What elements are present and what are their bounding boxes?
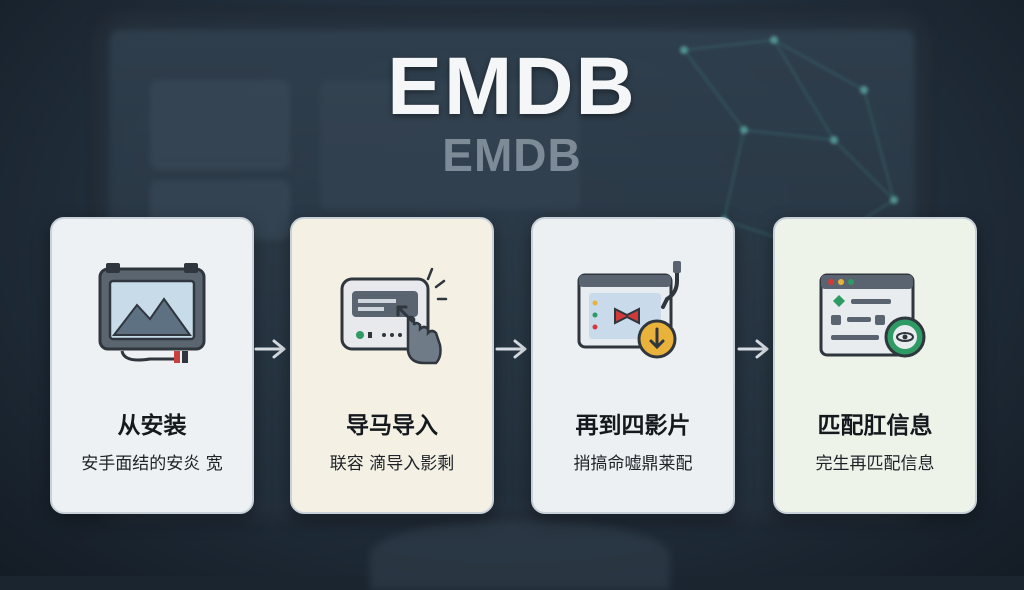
page-title: EMDB: [387, 41, 637, 132]
arrow-right-icon: [737, 339, 769, 359]
step-title: 匹配肛信息: [817, 413, 933, 439]
browser-media-icon: [577, 261, 681, 359]
arrow-right-icon: [495, 339, 527, 359]
background-ghost-panel: [150, 80, 290, 170]
background-ghost-panel: [320, 80, 580, 210]
step-title: 再到四影片: [575, 413, 691, 439]
background-monitor-stand: [370, 520, 670, 590]
page-subtitle: EMDB: [442, 129, 582, 181]
step-title: 导马导入: [346, 413, 438, 439]
arrow-right-icon: [254, 339, 286, 359]
step-card-1: 从安装 安手面结的安炎 宽: [50, 217, 254, 514]
browser-match-icon: [819, 273, 926, 358]
step-title: 从安装: [117, 413, 187, 439]
click-import-icon: [340, 267, 448, 365]
step-card-2: 导马导入 联容 滴导入影剩: [290, 217, 494, 514]
step-description: 联容 滴导入影剩: [329, 454, 455, 474]
step-description: 捎搞命嘘鼎莱配: [573, 454, 693, 474]
step-card-4: 匹配肛信息 完生再匹配信息: [773, 217, 977, 514]
step-description: 完生再匹配信息: [815, 454, 935, 474]
monitor-image-icon: [98, 263, 206, 363]
step-card-3: 再到四影片 捎搞命嘘鼎莱配: [531, 217, 735, 514]
step-description: 安手面结的安炎 宽: [81, 454, 223, 474]
